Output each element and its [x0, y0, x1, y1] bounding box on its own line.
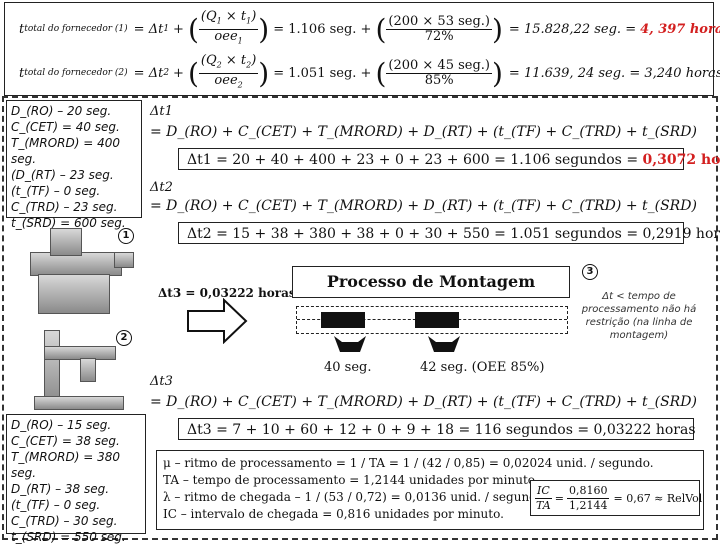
dt1-result-highlight: 0,3072 horas: [642, 152, 720, 168]
grinding-machine-image: [20, 222, 138, 314]
eq2-fraction-b: (200 × 45 seg.) 85%: [386, 57, 492, 88]
dt1-label: Δt1: [150, 104, 173, 119]
supplier1-param-item: (t_(TF) – 0 seg.: [11, 184, 101, 198]
eq1-delta-sub: 1: [163, 24, 170, 34]
assembly-line: [296, 306, 568, 334]
eq1-result-highlight: 4, 397 horas: [640, 21, 720, 37]
supplier1-param-item: (D_(RT) – 23 seg.: [11, 168, 114, 182]
eq1-fraction-a: (Q1 × t1) oee1: [198, 8, 259, 46]
station-2-time: 42 seg. (OEE 85%): [420, 360, 545, 375]
dt3-side-label: Δt3 = 0,03222 horas: [158, 286, 296, 300]
supplier2-param-item: T_(MRORD) = 380 seg.: [11, 450, 120, 480]
definition-line: μ – ritmo de processamento = 1 / TA = 1 …: [163, 456, 654, 470]
marker-1: 1: [118, 228, 134, 244]
supplier1-param-item: C_(CET) = 40 seg.: [11, 120, 120, 134]
eq2-fraction-a: (Q2 × t2) oee2: [198, 52, 259, 90]
supplier1-param-item: T_(MRORD) = 400 seg.: [11, 136, 120, 166]
arrow-right-icon: [187, 298, 248, 344]
eq1-lhs: t: [19, 21, 25, 37]
supplier2-param-item: D_(RO) – 15 seg.: [11, 418, 112, 432]
supplier2-param-item: (t_(TF) – 0 seg.: [11, 498, 101, 512]
station-1-time: 40 seg.: [324, 360, 372, 375]
eq2-result: = 11.639, 24 seg. = 3,240 horas: [508, 65, 720, 81]
marker-3: 3: [582, 264, 598, 280]
dt3-label: Δt3: [150, 374, 173, 389]
eq1-fraction-b: (200 × 53 seg.) 72%: [386, 13, 492, 44]
station-1-block: [321, 312, 365, 328]
dt2-calculation: Δt2 = 15 + 38 + 380 + 38 + 0 + 30 + 550 …: [178, 222, 720, 244]
supplier2-param-item: C_(CET) = 38 seg.: [11, 434, 120, 448]
station-1-operator-icon: [334, 336, 366, 352]
supplier1-param-item: t_(SRD) = 600 seg.: [11, 216, 126, 230]
radial-drill-image: [30, 330, 126, 410]
definition-line: IC – intervalo de chegada = 0,816 unidad…: [163, 507, 504, 521]
supplier1-params: D_(RO) – 20 seg. C_(CET) = 40 seg. T_(MROR…: [6, 100, 142, 230]
dt2-formula: = D_(RO) + C_(CET) + T_(MRORD) + D_(RT) …: [150, 198, 697, 214]
supplier1-param-item: C_(TRD) – 23 seg.: [11, 200, 118, 214]
supplier2-params: D_(RO) – 15 seg. C_(CET) = 38 seg. T_(MROR…: [6, 414, 146, 544]
dt2-label: Δt2: [150, 180, 173, 195]
restriction-note: Δt < tempo de processamento não há restr…: [581, 291, 697, 341]
eq1-delta: = Δt: [133, 21, 164, 37]
assembly-title: Processo de Montagem: [292, 266, 570, 298]
eq1-lhs-sub: total do fornecedor (1): [24, 24, 128, 34]
station-2-block: [415, 312, 459, 328]
dt3-formula: = D_(RO) + C_(CET) + T_(MRORD) + D_(RT) …: [150, 394, 697, 410]
supplier2-param-item: t_(SRD) = 550 seg.: [11, 530, 126, 544]
eq1-value: = 1.106 seg. +: [273, 21, 372, 37]
definitions-panel: μ – ritmo de processamento = 1 / TA = 1 …: [156, 450, 704, 530]
supplier2-param-item: D_(RT) – 38 seg.: [11, 482, 110, 496]
dt1-formula: = D_(RO) + C_(CET) + T_(MRORD) + D_(RT) …: [150, 124, 697, 140]
eq1-result: = 15.828,22 seg. =: [508, 21, 637, 37]
definition-line: λ – ritmo de chegada – 1 / (53 / 0,72) =…: [163, 490, 548, 504]
dt1-calculation: Δt1 = 20 + 40 + 400 + 23 + 0 + 23 + 600 …: [178, 148, 720, 170]
eq2-value: = 1.051 seg. +: [273, 65, 372, 81]
supplier2-param-item: C_(TRD) – 30 seg.: [11, 514, 118, 528]
marker-2: 2: [116, 330, 132, 346]
station-2-operator-icon: [428, 336, 460, 352]
dt3-calculation: Δt3 = 7 + 10 + 60 + 12 + 0 + 9 + 18 = 11…: [178, 418, 696, 440]
definition-line: TA – tempo de processamento = 1,2144 uni…: [163, 473, 539, 487]
supplier1-param-item: D_(RO) – 20 seg.: [11, 104, 112, 118]
main-dashed-frame: [2, 96, 718, 540]
